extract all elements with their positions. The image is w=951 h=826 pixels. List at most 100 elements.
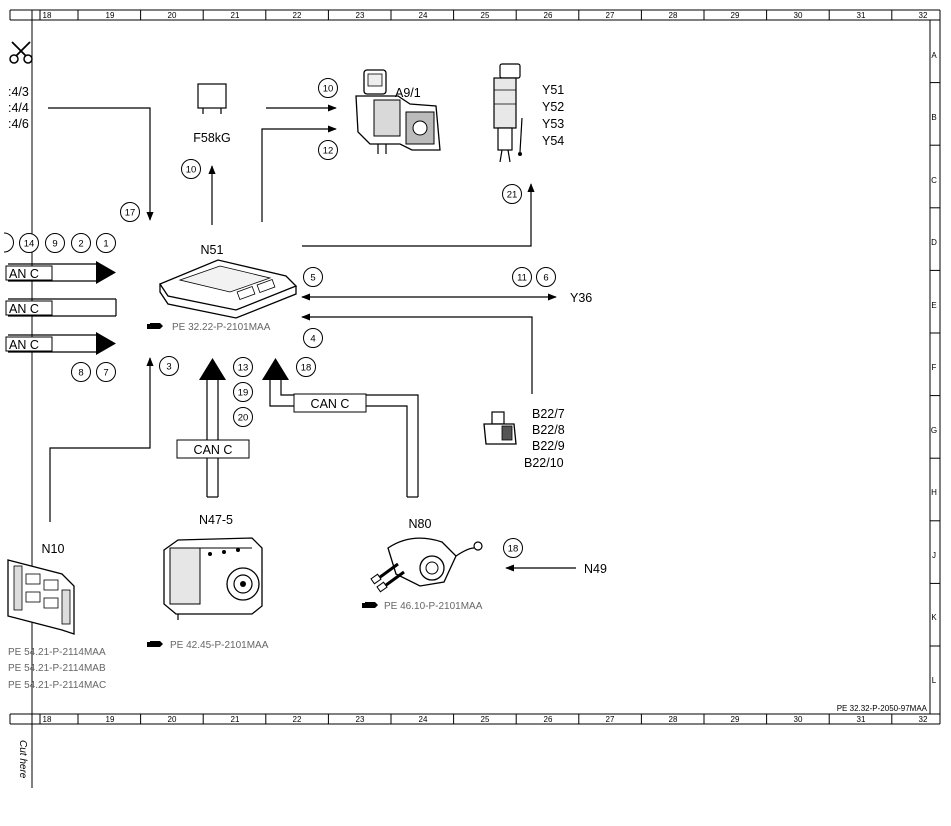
can-bus-middle [8,298,117,317]
n80-reference: PE 46.10-P-2101MAA [384,601,483,612]
col-label: 20 [168,715,177,724]
circle-marker: 1 [96,233,116,253]
col-label: 19 [106,715,115,724]
col-label: 18 [43,11,52,20]
col-label: 27 [606,715,615,724]
col-label: 23 [356,11,365,20]
col-label: 26 [544,11,553,20]
svg-text:14: 14 [24,239,35,250]
circle-marker: 10 [318,78,338,98]
n47-5-reference: PE 42.45-P-2101MAA [170,640,269,651]
n51-reference: PE 32.22-P-2101MAA [172,322,271,333]
n51-label: N51 [201,243,224,257]
col-label: 18 [43,715,52,724]
svg-text:18: 18 [508,544,519,555]
left-ref: :4/6 [8,117,29,131]
n10-reference: PE 54.21-P-2114MAA [8,647,106,658]
reference-pointer-icon [147,323,163,329]
col-label: 32 [919,11,928,20]
col-label: 27 [606,11,615,20]
svg-text:3: 3 [166,362,171,373]
n80-steering-column-module-icon [370,537,483,593]
y54-label: Y54 [542,134,564,148]
col-label: 22 [293,11,302,20]
can-c-bus-n80 [262,358,419,498]
left-ref: :4/3 [8,85,29,99]
svg-text:21: 21 [507,190,518,201]
circle-marker: 19 [233,382,253,402]
col-label: 25 [481,11,490,20]
circle-marker: 3 [159,356,179,376]
can-bus-top [8,261,116,284]
circle-marker: 17 [120,202,140,222]
row-label: G [931,426,937,435]
circle-marker: 7 [96,362,116,382]
signal-line [49,357,154,522]
circled-numbers: 10 12 10 17 21 14 9 2 1 5 11 6 4 8 7 3 1… [3,78,556,558]
col-label: 26 [544,715,553,724]
signal-line [261,125,337,222]
col-label: 20 [168,11,177,20]
circle-marker: 9 [45,233,65,253]
col-label: 28 [669,11,678,20]
circle-marker: 14 [19,233,39,253]
signal-line [302,183,535,247]
col-label: 25 [481,715,490,724]
n80-label: N80 [409,517,432,531]
b22-10-label: B22/10 [524,456,564,470]
circle-marker: 18 [296,357,316,377]
y36-label: Y36 [570,291,592,305]
circle-marker: 6 [536,267,556,287]
circle-marker: 21 [502,184,522,204]
can-c-label: CAN C [311,397,350,411]
row-label: A [931,51,937,60]
svg-text:13: 13 [238,363,249,374]
col-label: 31 [857,715,866,724]
svg-text:11: 11 [517,273,527,284]
row-label: E [931,301,936,310]
svg-text:5: 5 [310,273,315,284]
circle-marker: 2 [71,233,91,253]
circle-marker: 20 [233,407,253,427]
cut-here-text: Cut here [17,740,28,779]
n10-reference: PE 54.21-P-2114MAC [8,680,106,691]
col-label: 24 [419,11,428,20]
b22-7-label: B22/7 [532,407,565,421]
y51-label: Y51 [542,83,564,97]
y53-label: Y53 [542,117,564,131]
reference-pointer-icon [362,602,378,608]
circle-marker: 5 [303,267,323,287]
row-label: J [932,551,936,560]
row-label: C [931,176,937,185]
reference-pointer-icon [147,641,163,647]
row-label: L [932,676,937,685]
n10-reference: PE 54.21-P-2114MAB [8,663,106,674]
left-ref: :4/4 [8,101,29,115]
column-numbers-top: 18 19 20 21 22 23 24 25 26 27 28 29 30 3… [43,11,928,20]
col-label: 29 [731,11,740,20]
col-label: 31 [857,11,866,20]
f58kg-relay-icon [197,83,227,114]
a9-1-label: A9/1 [395,86,421,100]
svg-text:10: 10 [186,165,197,176]
a9-1-compressor-icon [355,69,441,154]
row-label: B [931,113,936,122]
n51-control-unit-icon [159,259,298,319]
n47-5-label: N47-5 [199,513,233,527]
n10-sam-unit-icon [7,559,75,635]
drawing-frame [9,9,941,788]
can-c-bus-n47 [199,358,226,498]
n10-label: N10 [42,542,65,556]
col-label: 30 [794,715,803,724]
col-label: 23 [356,715,365,724]
col-label: 19 [106,11,115,20]
signal-line [301,313,533,394]
col-label: 29 [731,715,740,724]
col-label: 22 [293,715,302,724]
n49-label: N49 [584,562,607,576]
y51-valve-icon [493,63,523,163]
svg-text:1: 1 [103,239,108,250]
b22-9-label: B22/9 [532,439,565,453]
circle-marker: 18 [503,538,523,558]
col-label: 28 [669,715,678,724]
